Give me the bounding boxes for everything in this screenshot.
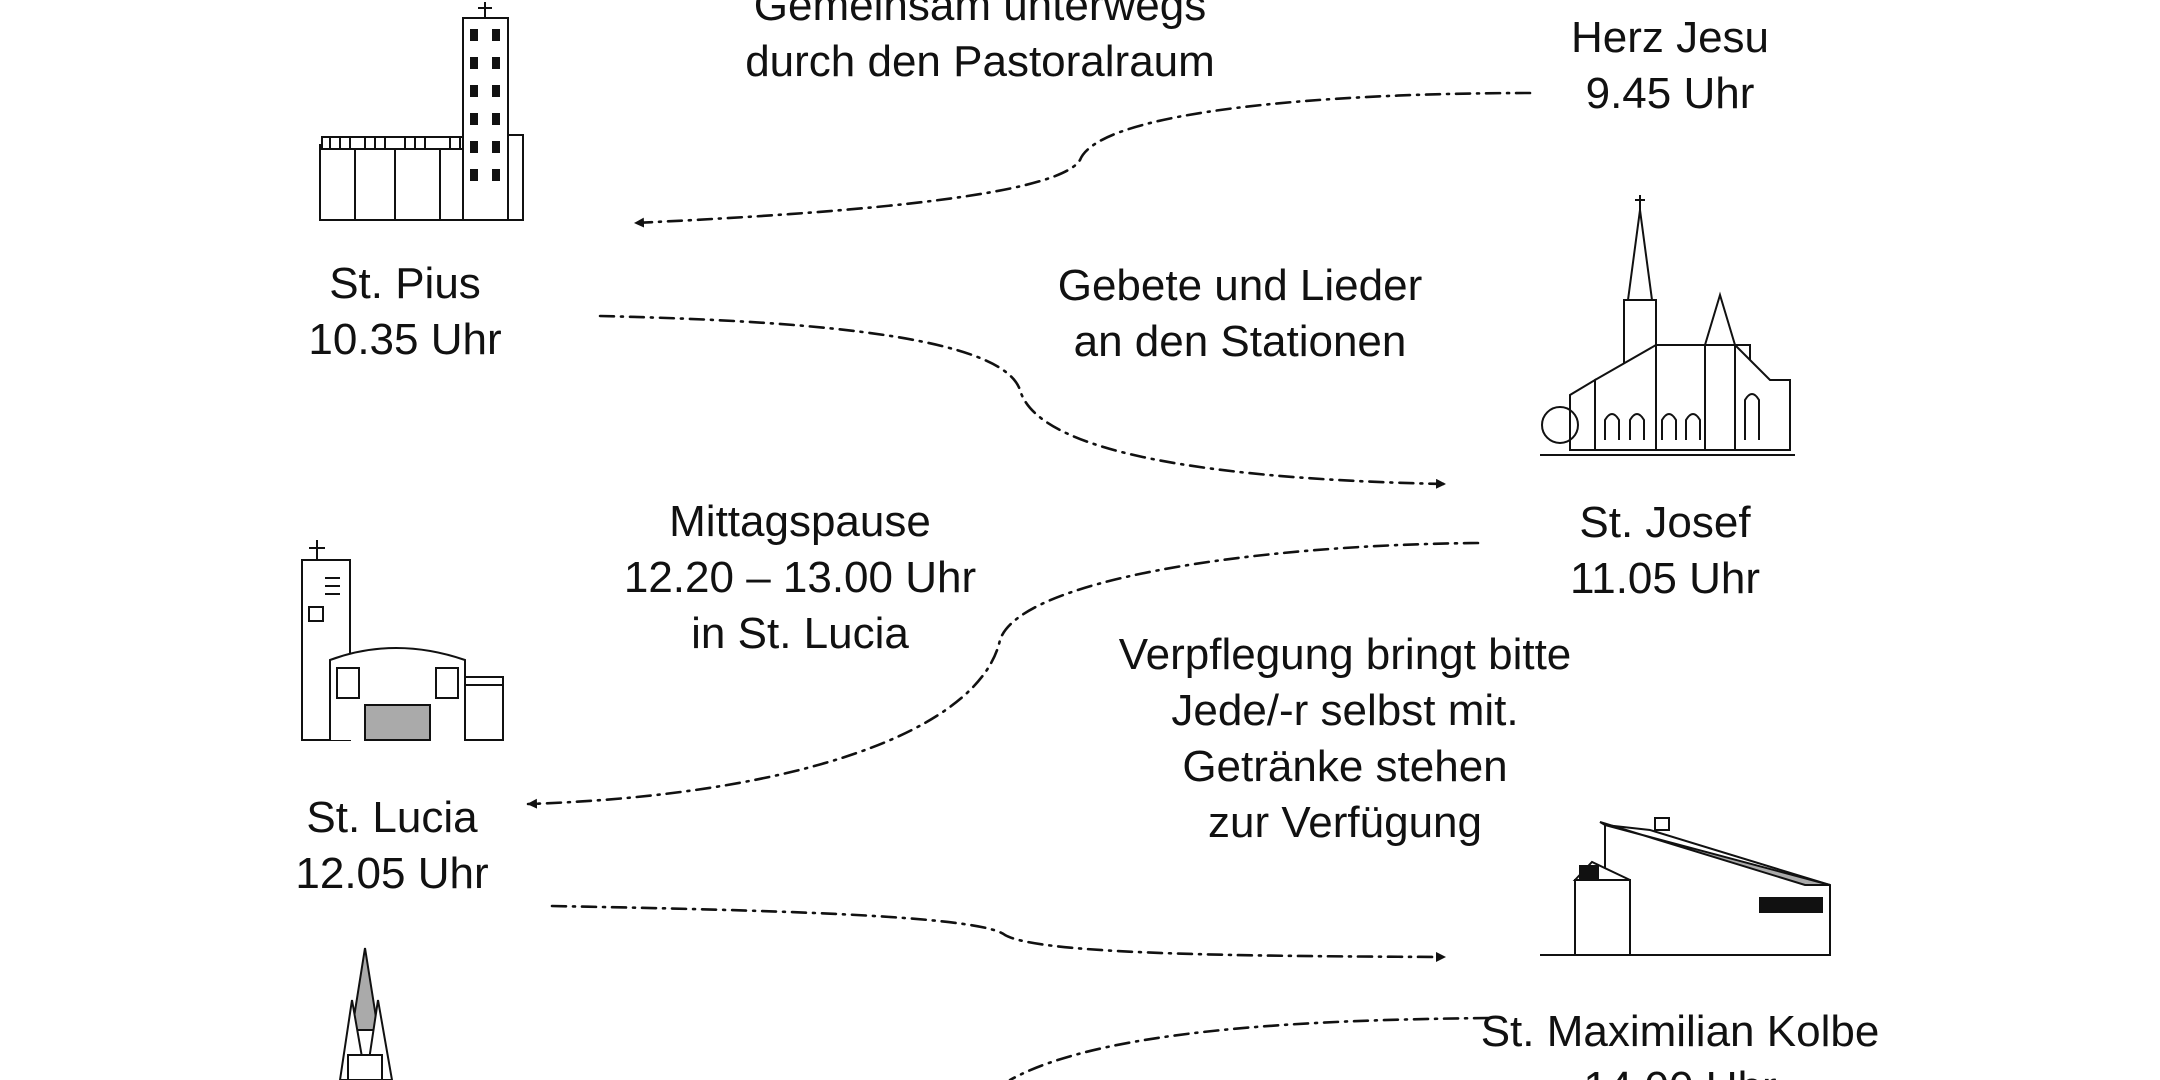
station-time: 12.05 Uhr [295, 849, 489, 898]
st-lucia-church-icon [301, 540, 504, 741]
info-lunch-line-1: Mittagspause [669, 497, 931, 546]
station-time: 11.05 Uhr [1570, 554, 1760, 603]
info-food-line-4: zur Verfügung [1208, 798, 1482, 847]
st-maximilian-kolbe-church-icon [1540, 817, 1831, 956]
route-st-lucia-to-st-maximilian-kolbe [550, 904, 1447, 962]
info-food-line-1: Verpflegung bringt bitte [1118, 630, 1572, 679]
station-herz-jesu: Herz Jesu 9.45 Uhr [1530, 10, 1810, 122]
st-pius-church-icon [319, 2, 524, 221]
station-name: St. Maximilian Kolbe [1480, 1007, 1880, 1056]
title: Gemeinsam unterwegs durch den Pastoralra… [740, 0, 1220, 90]
info-lunch-line-3: in St. Lucia [691, 609, 909, 658]
spire-church-icon [338, 947, 394, 1080]
info-lunch-line-2: 12.20 – 13.00 Uhr [623, 553, 977, 602]
route-st-maximilian-kolbe-onward [1008, 1016, 1490, 1080]
station-st-lucia: St. Lucia 12.05 Uhr [252, 790, 532, 902]
route-st-josef-to-st-lucia [526, 541, 1480, 809]
station-name: St. Pius [329, 259, 481, 308]
st-josef-church-icon [1540, 195, 1795, 456]
station-time: 10.35 Uhr [308, 315, 502, 364]
station-time: 14.00 Uhr [1460, 1060, 1900, 1080]
info-prayers-line-1: Gebete und Lieder [1057, 261, 1423, 310]
info-prayers: Gebete und Lieder an den Stationen [1040, 258, 1440, 370]
station-st-pius: St. Pius 10.35 Uhr [265, 256, 545, 368]
info-prayers-line-2: an den Stationen [1073, 317, 1407, 366]
route-st-pius-to-st-josef [598, 314, 1447, 489]
station-st-maximilian-kolbe: St. Maximilian Kolbe 14.00 Uhr [1460, 1004, 1900, 1080]
title-line-2: durch den Pastoralraum [745, 37, 1215, 86]
route-herz-jesu-to-st-pius [633, 91, 1532, 228]
info-lunch: Mittagspause 12.20 – 13.00 Uhr in St. Lu… [600, 494, 1000, 662]
info-food-line-3: Getränke stehen [1182, 742, 1508, 791]
station-time: 9.45 Uhr [1585, 69, 1755, 118]
station-st-josef: St. Josef 11.05 Uhr [1525, 495, 1805, 607]
station-name: St. Josef [1579, 498, 1751, 547]
station-name: Herz Jesu [1570, 13, 1770, 62]
info-food-line-2: Jede/-r selbst mit. [1171, 686, 1519, 735]
title-line-1: Gemeinsam unterwegs [753, 0, 1207, 30]
info-food: Verpflegung bringt bitte Jede/-r selbst … [1095, 627, 1595, 851]
station-name: St. Lucia [306, 793, 478, 842]
